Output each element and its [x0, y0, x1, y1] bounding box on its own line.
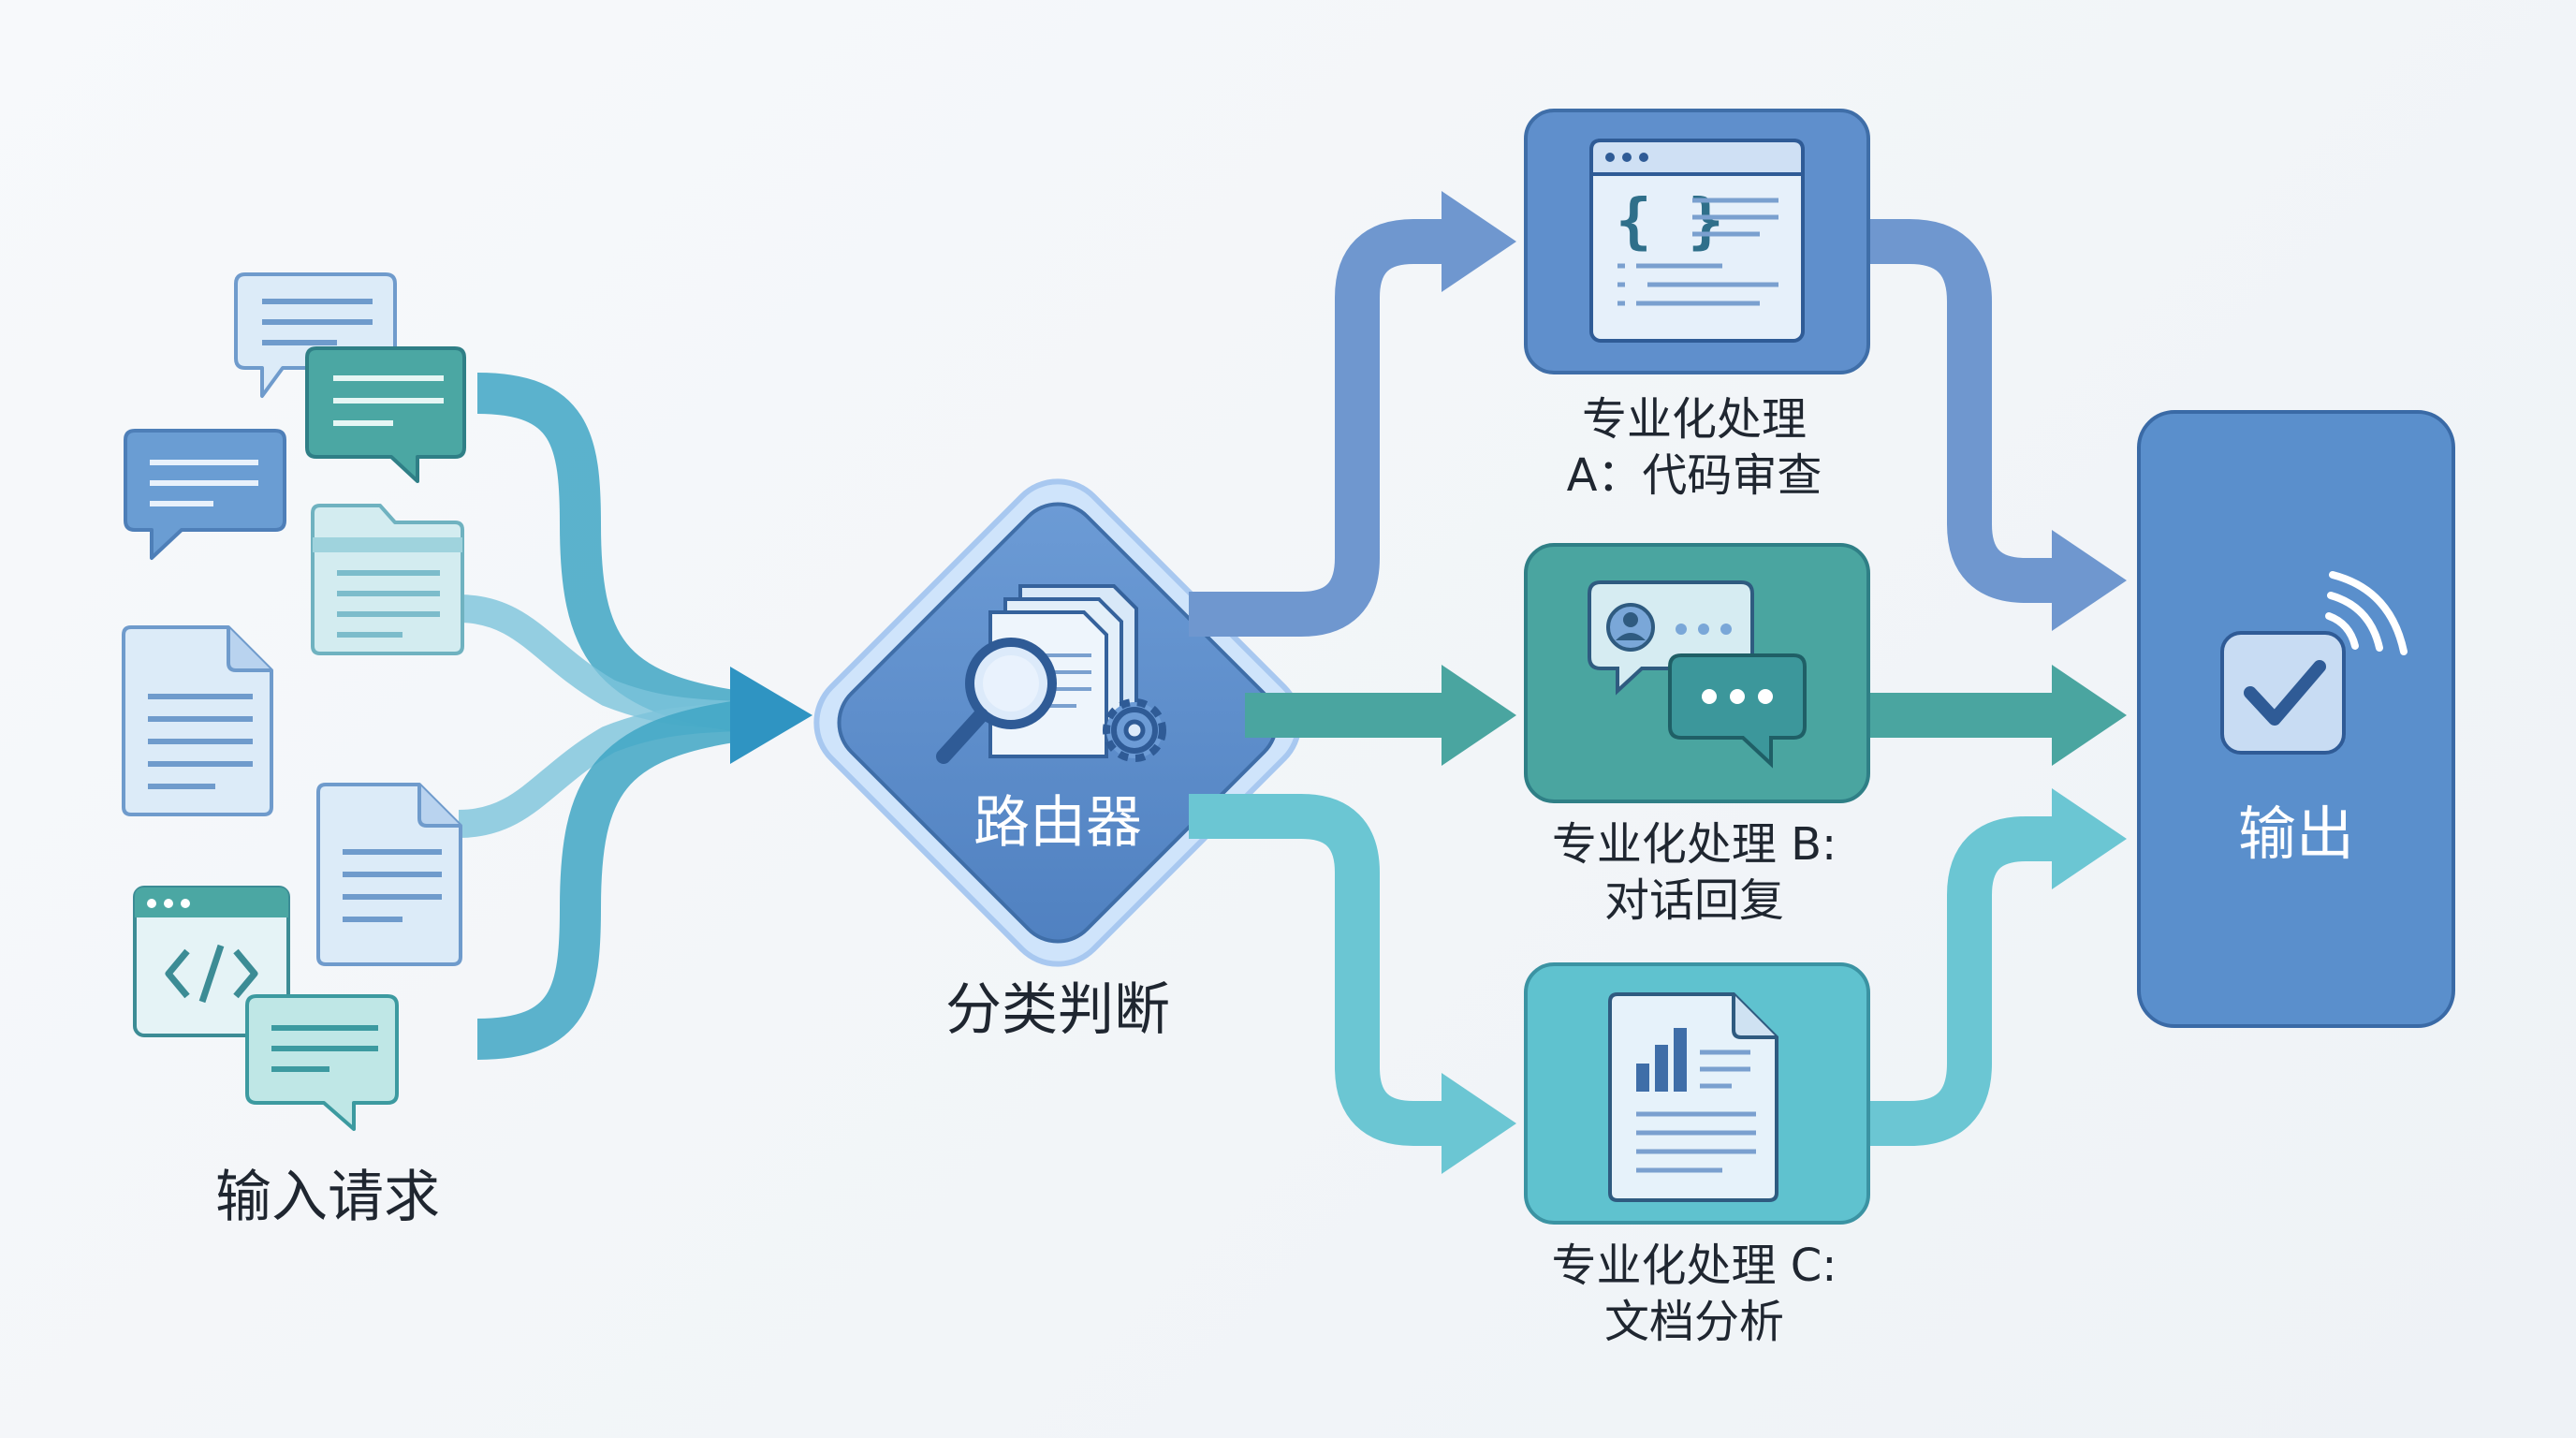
processor-a-label: 专业化处理 A：代码审查 [1460, 391, 1928, 504]
folder-icon [311, 504, 464, 655]
arrow-to-a [1442, 191, 1516, 292]
signal-waves-icon [2325, 571, 2408, 655]
router-label: 路由器 [973, 790, 1142, 856]
processor-b-label: 专业化处理 B: 对话回复 [1460, 816, 1928, 929]
branch-flows [1189, 219, 2059, 1146]
classification-label: 分类判断 [945, 977, 1170, 1043]
output-label: 输出 [2237, 800, 2354, 868]
document-icon [122, 625, 273, 816]
gear-icon [1103, 698, 1166, 762]
processor-b-subtitle: 对话回复 [1603, 874, 1784, 927]
magnifier-icon [936, 638, 1057, 764]
processor-a-title: 专业化处理 [1581, 393, 1807, 446]
arrow-to-c [1442, 1073, 1516, 1174]
router-node [813, 478, 1302, 967]
processor-c-title: 专业化处理 C: [1551, 1240, 1837, 1292]
document-icon [316, 783, 462, 966]
chat-bubble-icon [305, 346, 466, 483]
checkmark-icon [2220, 631, 2346, 755]
chart-document-icon [1608, 992, 1778, 1202]
arrow-a-to-output [2052, 530, 2127, 631]
processor-a-subtitle: A：代码审查 [1566, 449, 1822, 502]
code-editor-icon: { } [1589, 139, 1805, 343]
arrow-to-b [1442, 665, 1516, 766]
chat-bubble-icon [245, 994, 399, 1131]
processor-b-box [1524, 543, 1870, 803]
processor-a-box: { } [1524, 109, 1870, 374]
processor-c-subtitle: 文档分析 [1603, 1296, 1784, 1348]
arrow-b-to-output [2052, 665, 2127, 766]
branch-arrowheads [1442, 191, 2127, 1174]
arrow-c-to-output [2052, 788, 2127, 889]
processor-b-title: 专业化处理 B: [1551, 818, 1837, 871]
input-requests-label: 输入请求 [215, 1165, 440, 1230]
output-box [2137, 410, 2455, 1028]
input-arrowhead [730, 667, 812, 764]
chat-user-icon [1588, 580, 1807, 769]
svg-text:{ }: { } [1616, 187, 1724, 257]
processor-c-label: 专业化处理 C: 文档分析 [1460, 1238, 1928, 1350]
processor-c-box [1524, 962, 1870, 1225]
input-icons [122, 272, 466, 1131]
input-streams [267, 373, 743, 1060]
chat-bubble-icon [124, 429, 286, 560]
